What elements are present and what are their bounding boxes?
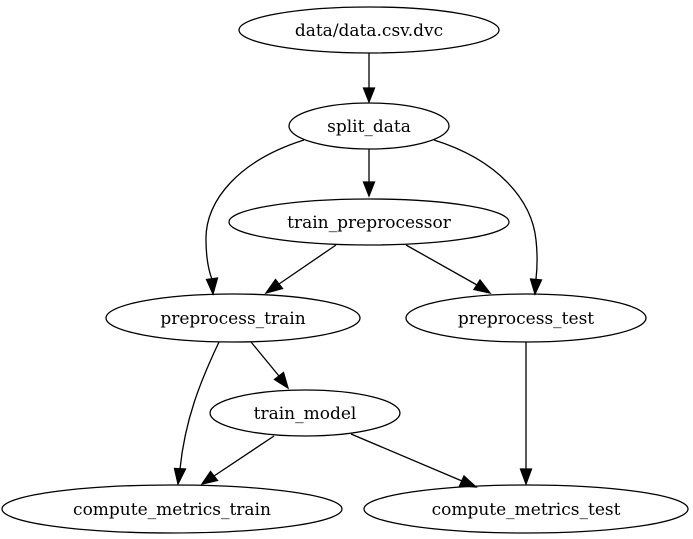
- node-preprocess-train[interactable]: preprocess_train: [105, 293, 361, 343]
- node-label: preprocess_train: [160, 309, 305, 329]
- edge-train-model-to-compute-metrics-train: [200, 435, 275, 485]
- node-train-model[interactable]: train_model: [209, 389, 401, 437]
- edge-split-data-to-preprocess-train: [205, 139, 305, 296]
- node-label: train_preprocessor: [287, 213, 452, 233]
- edge-train-preprocessor-to-preprocess-test: [405, 244, 492, 295]
- node-compute-metrics-train[interactable]: compute_metrics_train: [1, 484, 343, 534]
- node-label: compute_metrics_test: [432, 500, 621, 520]
- node-split-data[interactable]: split_data: [288, 102, 450, 150]
- edge-preprocess-train-to-train-model: [250, 341, 290, 390]
- node-label: compute_metrics_train: [73, 500, 271, 520]
- edge-preprocess-test-to-compute-metrics-test: [519, 342, 533, 486]
- node-label: preprocess_test: [458, 309, 594, 329]
- node-label: split_data: [327, 117, 411, 137]
- node-train-preprocessor[interactable]: train_preprocessor: [228, 198, 510, 246]
- edge-split-data-to-train-preprocessor: [362, 149, 376, 198]
- node-data-csv-dvc[interactable]: data/data.csv.dvc: [238, 6, 500, 54]
- edge-data-csv-dvc-to-split-data: [362, 53, 376, 104]
- edge-train-model-to-compute-metrics-test: [350, 433, 478, 488]
- node-compute-metrics-test[interactable]: compute_metrics_test: [363, 484, 689, 534]
- node-label: train_model: [254, 404, 357, 424]
- node-preprocess-test[interactable]: preprocess_test: [405, 293, 647, 343]
- edge-preprocess-train-to-compute-metrics-train: [173, 341, 220, 486]
- node-label: data/data.csv.dvc: [295, 21, 443, 41]
- edge-train-preprocessor-to-preprocess-train: [264, 244, 337, 295]
- edge-split-data-to-preprocess-test: [433, 139, 543, 296]
